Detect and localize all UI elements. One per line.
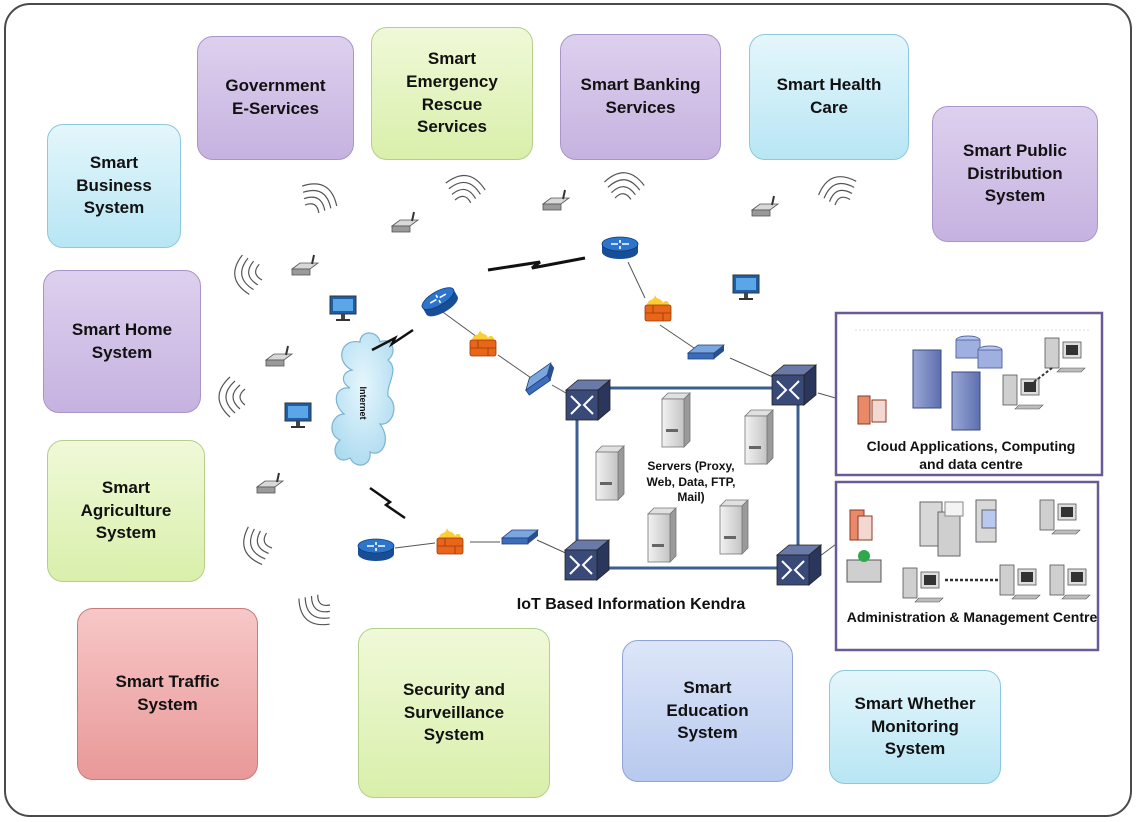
smart-emergency-box: Smart Emergency Rescue Services <box>371 27 533 160</box>
smart-health-box: Smart Health Care <box>749 34 909 160</box>
switch-icon <box>771 364 817 406</box>
wireless-waves <box>218 170 862 634</box>
router-icon <box>357 538 395 562</box>
kendra-label: IoT Based Information Kendra <box>516 596 746 613</box>
switch-icon <box>565 379 611 421</box>
firewall-icon <box>469 329 497 357</box>
router-icon <box>601 236 639 260</box>
smart-traffic-box: Smart Traffic System <box>77 608 258 780</box>
smart-agriculture-box: Smart Agriculture System <box>47 440 205 582</box>
cloud-centre-label: Cloud Applications, Computing and data c… <box>866 438 1076 473</box>
smart-education-box: Smart Education System <box>622 640 793 782</box>
smart-banking-box: Smart Banking Services <box>560 34 721 160</box>
firewall-icon <box>644 294 672 322</box>
monitor-icon <box>329 295 357 322</box>
servers-label: Servers (Proxy, Web, Data, FTP, Mail) <box>646 459 736 505</box>
smart-whether-box: Smart Whether Monitoring System <box>829 670 1001 784</box>
security-surveillance-box: Security and Surveillance System <box>358 628 550 798</box>
smart-business-box: Smart Business System <box>47 124 181 248</box>
switch-icon <box>776 544 822 586</box>
firewall-icon <box>436 527 464 555</box>
monitor-icon <box>284 402 312 429</box>
hub-icon <box>501 529 539 545</box>
router-icon <box>418 282 462 322</box>
government-eservices-box: Government E-Services <box>197 36 354 160</box>
kendra-frame <box>575 386 800 570</box>
internet-cloud <box>331 332 395 466</box>
monitor-icon <box>732 274 760 301</box>
smart-public-distribution-box: Smart Public Distribution System <box>932 106 1098 242</box>
smart-home-box: Smart Home System <box>43 270 201 413</box>
switch-icon <box>564 539 610 581</box>
internet-label: Internet <box>358 386 368 420</box>
data-centre-icons <box>857 335 1086 431</box>
admin-centre-label: Administration & Management Centre <box>846 609 1098 625</box>
admin-centre-icons <box>846 499 1091 603</box>
hub-icon <box>520 362 560 396</box>
